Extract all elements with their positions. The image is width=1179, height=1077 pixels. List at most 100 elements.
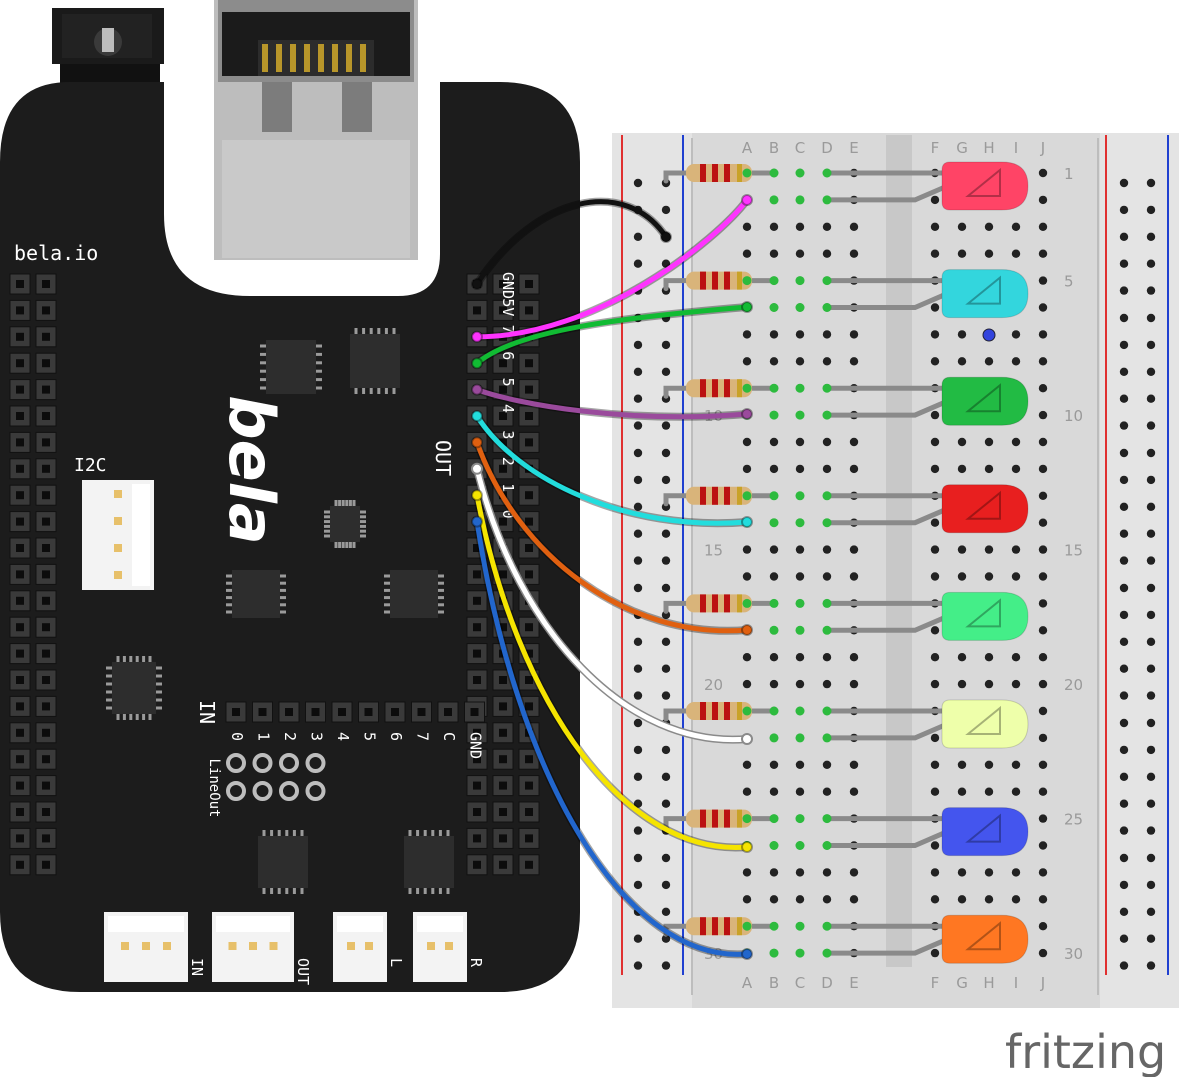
rail-hole bbox=[661, 367, 671, 376]
chip-pin bbox=[116, 656, 120, 662]
breadboard-hole bbox=[1038, 437, 1048, 447]
resistor-band bbox=[724, 164, 730, 182]
lineout-pad bbox=[305, 753, 326, 773]
header-pin-hole bbox=[16, 464, 24, 473]
header-pin-hole bbox=[42, 808, 50, 816]
digital-pin-label: 4 bbox=[499, 404, 517, 413]
resistor-lead bbox=[663, 708, 691, 722]
breadboard-hole bbox=[930, 545, 940, 554]
breadboard-hole bbox=[769, 572, 779, 581]
breadboard-hole bbox=[930, 249, 940, 258]
breadboard-hole bbox=[1038, 357, 1048, 366]
rail-hole bbox=[1119, 718, 1129, 728]
5v-wire bbox=[474, 197, 750, 340]
breadboard-hole bbox=[795, 464, 805, 474]
chip-pin bbox=[431, 888, 435, 894]
rail-hole bbox=[661, 664, 671, 673]
audio-connector-lip bbox=[337, 916, 383, 932]
rail-hole bbox=[1119, 637, 1129, 646]
connected-hole bbox=[769, 383, 779, 393]
breadboard-hole bbox=[742, 330, 752, 339]
chip-pin bbox=[408, 830, 412, 836]
rail-hole bbox=[1119, 502, 1129, 511]
chip-pin bbox=[129, 656, 133, 662]
chip-pin bbox=[270, 888, 274, 894]
chip-pin bbox=[384, 603, 390, 607]
rail-hole bbox=[1146, 583, 1156, 593]
chip-pin bbox=[362, 388, 366, 394]
header-pin-hole bbox=[473, 623, 481, 632]
breadboard-hole bbox=[930, 760, 940, 769]
breadboard-hole bbox=[822, 653, 832, 662]
resistor-lead bbox=[663, 493, 691, 507]
breadboard-hole bbox=[930, 464, 940, 474]
header-pin-hole bbox=[499, 860, 507, 869]
breadboard-hole bbox=[742, 760, 752, 769]
digital-7-wire bbox=[474, 304, 750, 366]
rail-hole bbox=[1146, 880, 1156, 890]
row-number: 15 bbox=[1064, 542, 1083, 560]
breadboard-hole bbox=[930, 195, 940, 205]
chip-pin bbox=[348, 500, 352, 506]
connected-hole bbox=[795, 948, 805, 958]
header-pin-hole bbox=[16, 755, 24, 764]
rail-hole bbox=[1119, 340, 1129, 350]
breadboard-hole bbox=[1038, 464, 1048, 474]
rail-hole bbox=[1146, 340, 1156, 350]
breadboard-hole bbox=[795, 868, 805, 877]
breadboard-hole bbox=[795, 545, 805, 554]
column-letter: I bbox=[1014, 974, 1018, 992]
breadboard-hole bbox=[984, 895, 994, 904]
resistor-band bbox=[724, 271, 730, 290]
column-letter: E bbox=[849, 139, 858, 157]
rail-hole bbox=[1146, 718, 1156, 728]
analog-pin-label: 0 bbox=[228, 732, 246, 741]
connected-hole bbox=[822, 303, 832, 312]
digital-pin-label: 3 bbox=[499, 430, 517, 439]
connected-hole bbox=[769, 491, 779, 501]
digital-pin-label: 5V bbox=[499, 298, 517, 316]
chip-pin bbox=[324, 520, 330, 524]
rail-hole bbox=[633, 178, 643, 188]
ethernet-contact bbox=[360, 44, 366, 72]
row-number: 20 bbox=[1064, 676, 1083, 694]
breadboard-hole bbox=[1038, 410, 1048, 420]
breadboard-hole bbox=[1038, 491, 1048, 500]
breadboard-hole bbox=[795, 679, 805, 689]
breadboard-hole bbox=[822, 760, 832, 769]
breadboard-hole bbox=[930, 948, 940, 958]
breadboard-hole bbox=[957, 249, 967, 258]
chip bbox=[112, 662, 156, 714]
lineout-pad bbox=[279, 781, 299, 801]
chip-pin bbox=[352, 542, 356, 548]
breadboard-hole bbox=[930, 626, 940, 635]
chip-pin bbox=[345, 542, 349, 548]
chips bbox=[106, 328, 454, 894]
analog-pin-label: 6 bbox=[387, 732, 405, 741]
header-pin-hole bbox=[42, 491, 50, 500]
header-pin-hole bbox=[525, 491, 533, 500]
rail-hole bbox=[633, 556, 643, 565]
digital-5-wire-end bbox=[741, 516, 753, 528]
header-pin-hole bbox=[525, 544, 533, 552]
audio-connector-pin bbox=[228, 942, 237, 950]
rail-hole bbox=[1146, 853, 1156, 863]
header-pin-hole bbox=[525, 623, 533, 632]
header-pin-hole bbox=[525, 860, 533, 869]
resistor-band bbox=[700, 271, 706, 290]
breadboard-hole bbox=[849, 679, 859, 689]
analog-pin-label: C bbox=[440, 732, 458, 741]
breadboard-hole bbox=[822, 572, 832, 581]
resistor-band bbox=[737, 271, 742, 290]
i2c-connector bbox=[82, 480, 154, 590]
header-pin-hole bbox=[16, 649, 24, 658]
rail-hole bbox=[661, 907, 671, 916]
resistor-band bbox=[700, 164, 706, 182]
lineout-label: LineOut bbox=[206, 758, 222, 817]
breadboard-hole bbox=[957, 653, 967, 662]
header-pin-hole bbox=[16, 596, 24, 605]
breadboard-hole bbox=[769, 653, 779, 662]
analog-pin-label: 5 bbox=[361, 732, 379, 741]
rail-hole bbox=[1119, 691, 1129, 700]
